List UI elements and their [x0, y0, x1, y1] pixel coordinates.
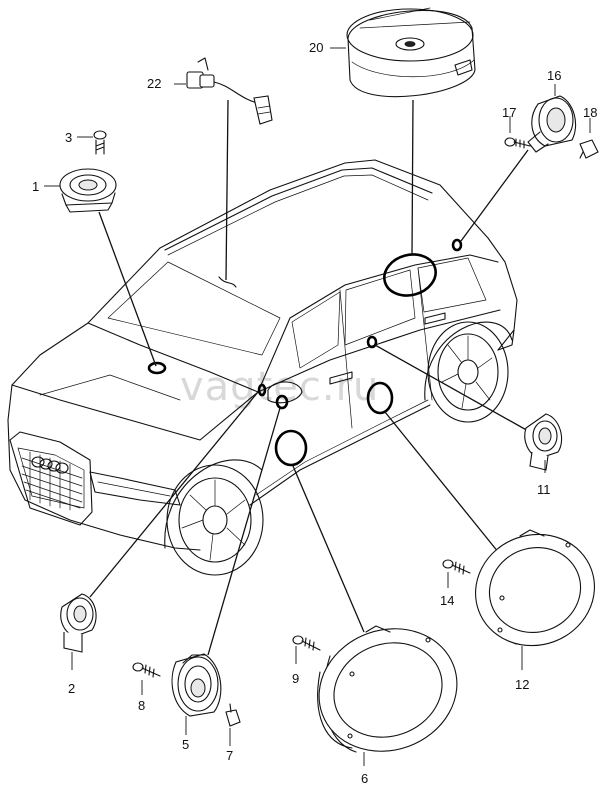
mount-rear-shelf — [383, 253, 437, 297]
label-part-12: 12 — [515, 677, 529, 692]
rear-speaker-part — [527, 95, 577, 153]
front-wheel — [166, 464, 264, 576]
rear-wheel — [427, 321, 509, 423]
mid-speaker-front-part — [171, 653, 222, 717]
label-part-1: 1 — [32, 179, 39, 194]
label-part-9: 9 — [292, 671, 299, 686]
leader-lines — [89, 99, 531, 656]
mount-rear-bass — [366, 381, 394, 415]
label-part-14: 14 — [440, 593, 454, 608]
screw-9 — [292, 635, 321, 651]
label-part-7: 7 — [226, 748, 233, 763]
label-part-11: 11 — [537, 482, 551, 497]
label-part-5: 5 — [182, 737, 189, 752]
label-part-2: 2 — [68, 681, 75, 696]
tweeter-rear-part — [524, 413, 563, 471]
label-part-8: 8 — [138, 698, 145, 713]
mount-rear-tweeter — [366, 335, 378, 349]
mount-front-mid — [275, 394, 289, 410]
part-labels: 1 2 3 5 6 7 8 9 11 12 14 16 17 18 20 22 — [32, 40, 597, 786]
label-part-16: 16 — [547, 68, 561, 83]
label-part-6: 6 — [361, 771, 368, 786]
label-part-18: 18 — [583, 105, 597, 120]
mount-front-bass — [274, 429, 308, 467]
mount-c-pillar — [451, 238, 463, 252]
mount-mic — [218, 276, 237, 288]
label-part-17: 17 — [502, 105, 516, 120]
label-part-22: 22 — [147, 76, 161, 91]
mount-mirror-tweeter — [257, 383, 267, 397]
clip-18 — [579, 139, 599, 159]
screw-17 — [504, 137, 531, 149]
bass-speaker-front-part — [317, 625, 458, 753]
bass-speaker-rear-part — [475, 529, 595, 647]
mount-dash — [147, 361, 167, 375]
watermark: vagtec.ru — [180, 364, 379, 410]
tweeter-dash-part — [59, 168, 117, 213]
car-body — [7, 159, 518, 576]
tweeter-front-part — [60, 593, 97, 653]
rings-logo — [31, 456, 69, 474]
subwoofer-part — [346, 7, 476, 98]
label-ticks — [44, 47, 591, 766]
label-part-3: 3 — [65, 130, 72, 145]
screw-3 — [93, 130, 107, 155]
grille-mesh — [21, 451, 83, 511]
screw-14 — [442, 559, 471, 575]
label-part-20: 20 — [309, 40, 323, 55]
screw-8 — [132, 662, 161, 678]
mount-locations — [147, 238, 463, 467]
microphone-part — [186, 57, 273, 125]
clip-7 — [225, 703, 241, 727]
